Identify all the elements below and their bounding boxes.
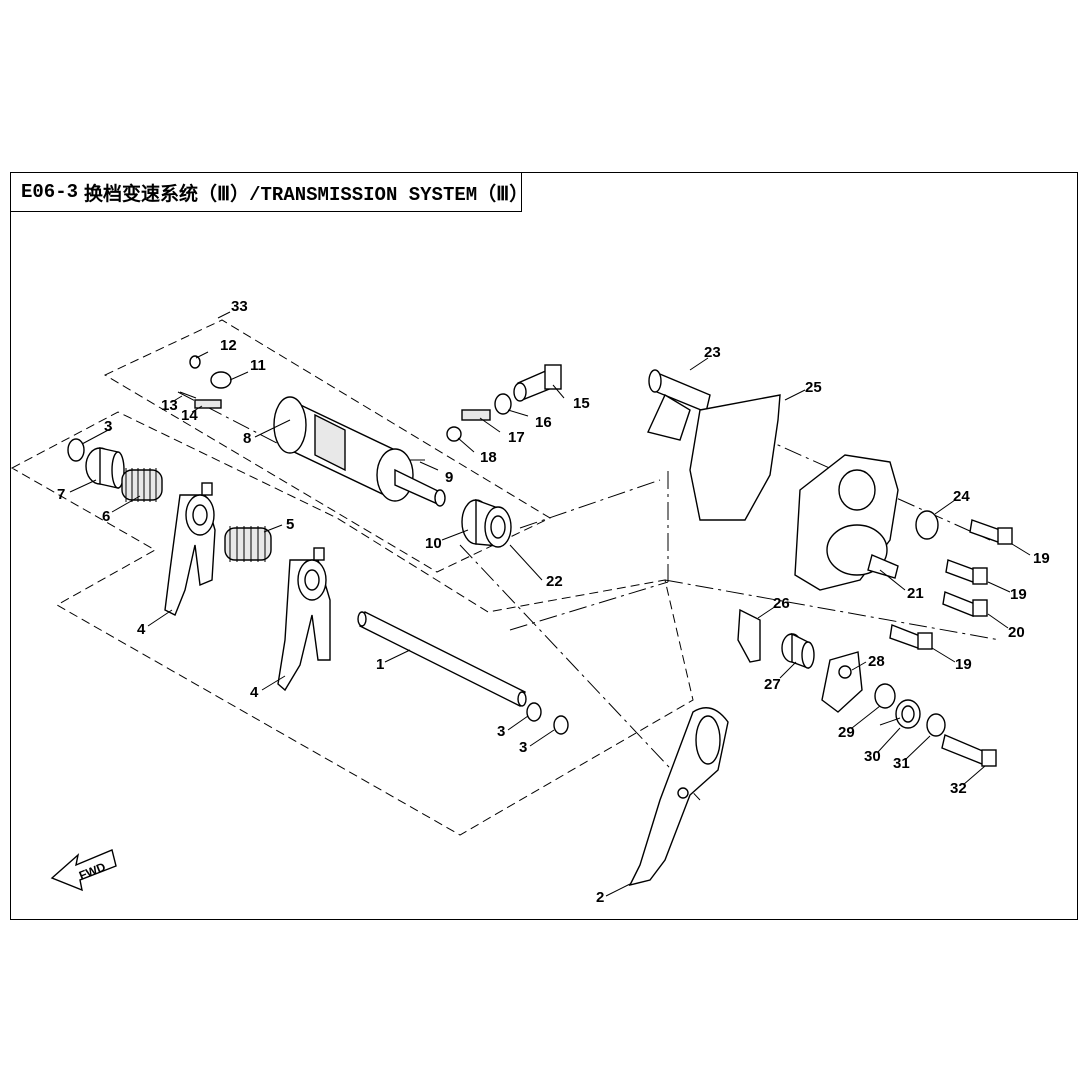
callout-30: 30	[864, 748, 881, 765]
part-8-shift-drum	[273, 396, 446, 507]
part-4-shift-fork-right	[277, 547, 331, 692]
part-32-bolt	[941, 734, 997, 767]
part-6-spring	[121, 468, 163, 502]
leader-lines	[69, 311, 1031, 897]
callout-23: 23	[704, 344, 721, 361]
callout-32: 32	[950, 780, 967, 797]
callout-6: 6	[102, 508, 110, 525]
part-25-gasket	[689, 394, 781, 521]
part-30-return-spring	[879, 699, 921, 729]
callout-19-a: 19	[1033, 550, 1050, 567]
callout-13: 13	[161, 397, 178, 414]
part-18-ball	[446, 426, 462, 442]
part-3-circlip-shaft-b	[553, 715, 569, 735]
callout-3-b: 3	[497, 723, 505, 740]
part-29-washer	[874, 683, 896, 709]
callout-7: 7	[57, 486, 65, 503]
callout-25: 25	[805, 379, 822, 396]
part-2-shift-arm	[628, 707, 729, 887]
callout-19-b: 19	[1010, 586, 1027, 603]
part-15-bolt	[513, 364, 562, 402]
part-1-shift-shaft	[357, 611, 527, 707]
part-19-bolt-a	[969, 519, 1013, 545]
callout-27: 27	[764, 676, 781, 693]
part-19-bolt-c	[889, 624, 933, 650]
part-19-bolt-b	[945, 559, 988, 585]
page-title: E06-3 换档变速系统（Ⅲ） /TRANSMISSION SYSTEM（Ⅲ）	[10, 172, 528, 212]
callout-1: 1	[376, 656, 384, 673]
callout-4-a: 4	[137, 621, 146, 638]
part-26-bracket	[737, 608, 761, 663]
part-7-bushing	[85, 447, 125, 489]
diagram-frame	[10, 172, 1078, 920]
part-11-washer	[210, 371, 232, 389]
part-28-gear	[821, 651, 863, 713]
callout-3-c: 3	[519, 739, 527, 756]
title-chinese: 换档变速系统（Ⅲ）	[84, 183, 250, 206]
callout-17: 17	[508, 429, 525, 446]
callout-8: 8	[243, 430, 251, 447]
part-31-washer	[926, 713, 946, 737]
callout-4-b: 4	[250, 684, 259, 701]
part-24-oil-seal	[915, 510, 939, 540]
part-16-washer	[494, 393, 512, 415]
part-21-cover	[794, 454, 899, 591]
callout-18: 18	[480, 449, 497, 466]
callout-2: 2	[596, 889, 604, 906]
callout-22: 22	[546, 573, 563, 590]
callout-5: 5	[286, 516, 294, 533]
callout-15: 15	[573, 395, 590, 412]
part-27-collar	[781, 632, 815, 670]
part-13-pin	[179, 391, 197, 399]
callout-16: 16	[535, 414, 552, 431]
part-17-spring	[461, 409, 491, 421]
group-22-outline	[10, 411, 694, 836]
part-10-bearing	[461, 499, 512, 548]
callout-12: 12	[220, 337, 237, 354]
callout-14: 14	[181, 407, 198, 424]
part-14-spring	[194, 399, 222, 409]
callout-29: 29	[838, 724, 855, 741]
callout-3-a: 3	[104, 418, 112, 435]
callout-33: 33	[231, 298, 248, 315]
part-3-circlip-shaft-a	[526, 702, 542, 722]
callout-19-c: 19	[955, 656, 972, 673]
fwd-arrow-icon: FWD	[50, 849, 117, 892]
diagram-code: E06-3	[21, 181, 79, 203]
callout-24: 24	[953, 488, 970, 505]
part-3-circlip	[67, 438, 85, 462]
callout-28: 28	[868, 653, 885, 670]
callout-20: 20	[1008, 624, 1025, 641]
callout-9: 9	[445, 469, 453, 486]
part-4-shift-fork-left	[164, 482, 216, 616]
callout-11: 11	[250, 357, 266, 374]
part-20-bolt	[942, 591, 988, 617]
part-5-spring	[224, 526, 272, 562]
callout-31: 31	[893, 755, 910, 772]
callout-21: 21	[907, 585, 924, 602]
title-english: /TRANSMISSION SYSTEM（Ⅲ）	[249, 183, 529, 206]
callout-10: 10	[425, 535, 442, 552]
part-12-clip	[189, 355, 201, 369]
part-23-shift-drum-gear	[647, 369, 711, 441]
callout-26: 26	[773, 595, 790, 612]
